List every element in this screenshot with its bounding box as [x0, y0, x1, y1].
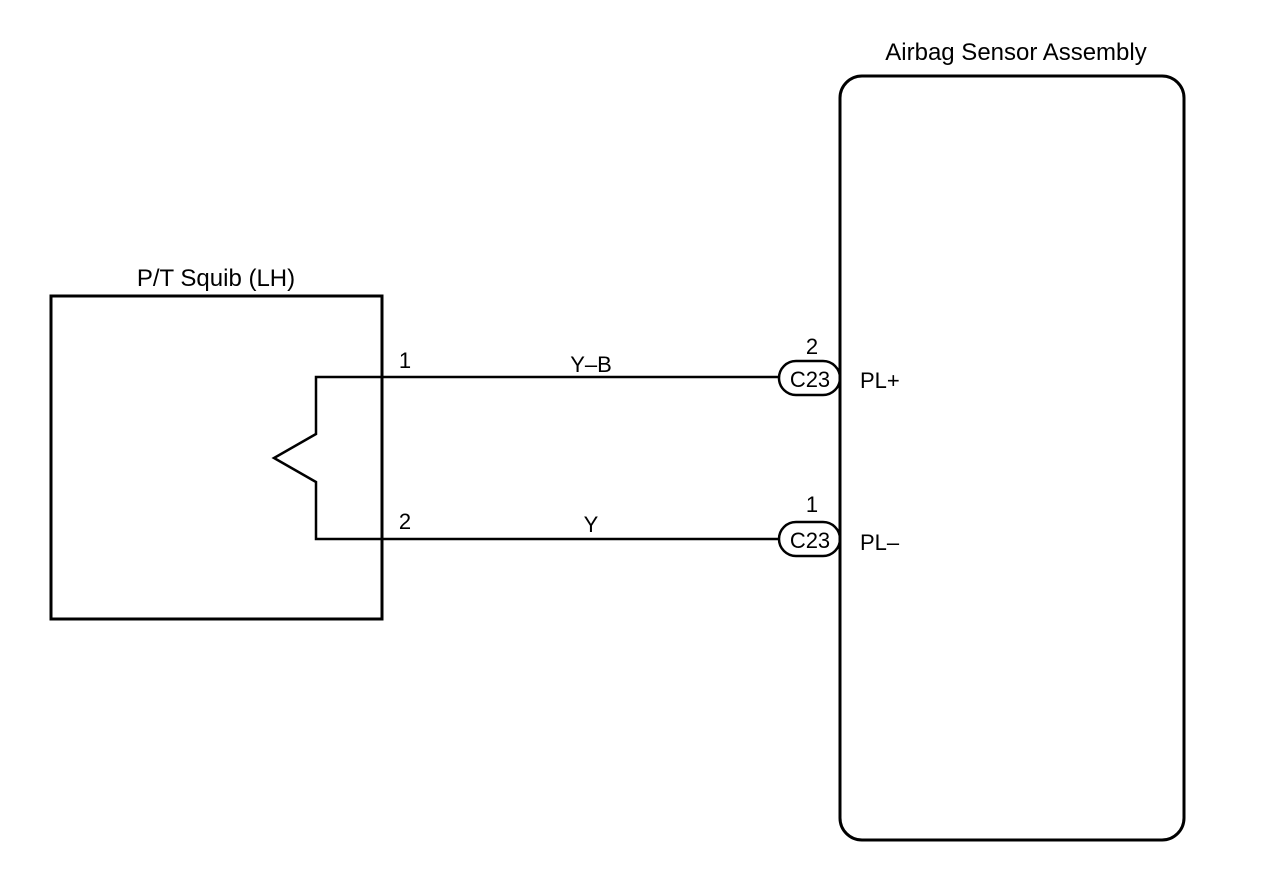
- squib-pin-1-label: 1: [399, 348, 411, 373]
- sensor-title: Airbag Sensor Assembly: [885, 39, 1146, 66]
- connector-c23-label: C23: [790, 528, 830, 553]
- squib-element: [271, 375, 382, 541]
- sensor-assembly-box: [838, 74, 1186, 842]
- wire-y-b-color-label: Y–B: [570, 352, 612, 377]
- connector-c23-label: C23: [790, 367, 830, 392]
- connector-pin-number-1: 1: [806, 492, 818, 517]
- terminal-pl-plus: PL+: [860, 368, 900, 393]
- terminal-pl-minus: PL–: [860, 530, 900, 555]
- connector-c23-shape: [777, 359, 842, 397]
- wire-y-color-label: Y: [584, 512, 599, 537]
- connector-c23-pin-2: C23: [777, 359, 842, 397]
- squib-box: [49, 294, 384, 621]
- squib-title: P/T Squib (LH): [137, 265, 295, 292]
- connector-pin-number-2: 2: [806, 334, 818, 359]
- squib-pin-2-label: 2: [399, 509, 411, 534]
- connector-c23-pin-1: C23: [777, 520, 842, 558]
- connector-c23-shape: [777, 520, 842, 558]
